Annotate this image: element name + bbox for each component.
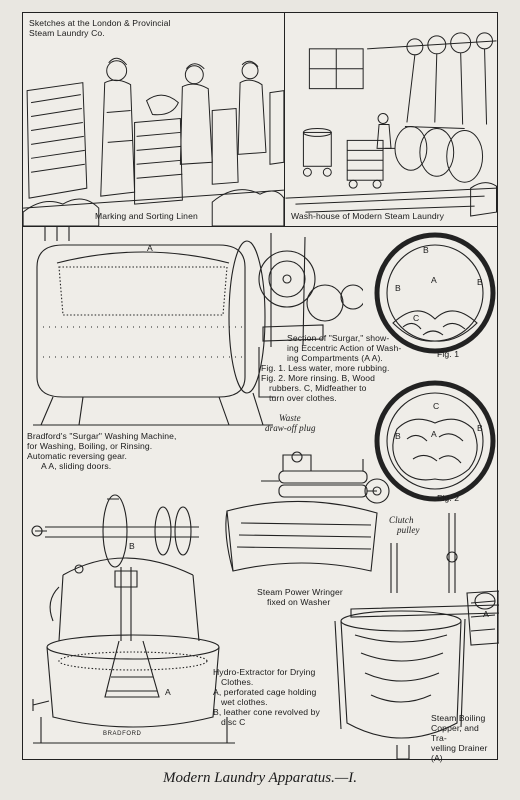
copper-caption: Steam Boiling Copper, and Tra- velling D…	[431, 713, 497, 763]
fig2-label: Fig. 2	[437, 493, 460, 503]
section-line-6: rubbers. C, Midfeather to	[269, 383, 367, 393]
fig1-label: Fig. 1	[437, 349, 460, 359]
fig1-letter-b-left: B	[395, 283, 401, 293]
hydro-letter-a: A	[165, 687, 171, 697]
surgar-caption-line-2: for Washing, Boiling, or Rinsing.	[27, 441, 153, 451]
copper-caption-line-2: Copper, and Tra-	[431, 723, 479, 743]
hydro-caption-line-6: disc C	[221, 717, 246, 727]
steam-boiling-copper-engraving	[334, 513, 499, 760]
hydro-caption-line-3: A, perforated cage holding	[213, 687, 317, 697]
surgar-caption-line-4: A A, sliding doors.	[41, 461, 112, 471]
section-line-2: ing Eccentric Action of Wash-	[287, 343, 402, 353]
hydro-caption-line-5: B, leather cone revolved by	[213, 707, 320, 717]
section-line-4: Fig. 1. Less water, more rubbing.	[261, 363, 390, 373]
fig2-letter-a: A	[431, 429, 437, 439]
fig1-section-drawing	[374, 232, 496, 354]
fig1-letter-c: C	[413, 313, 420, 323]
fig2-letter-b-left: B	[395, 431, 401, 441]
surgar-washing-machine-engraving	[33, 227, 363, 426]
copper-caption-line-3: velling Drainer (A)	[431, 743, 488, 763]
section-line-5: Fig. 2. More rinsing. B, Wood	[261, 373, 376, 383]
hydro-letter-b: B	[129, 541, 135, 551]
steam-wringer-engraving	[225, 451, 390, 572]
hydro-caption-line-4: wet clothes.	[221, 697, 268, 707]
clutch-pulley-label-line1: Clutch	[389, 515, 414, 525]
washhouse-caption: Wash-house of Modern Steam Laundry	[291, 211, 445, 221]
section-line-1: Section of "Surgar," show-	[287, 333, 390, 343]
clutch-pulley-label-line2: pulley	[397, 525, 420, 535]
fig2-section-drawing	[374, 380, 496, 502]
surgar-caption-line-1: Bradford's "Surgar" Washing Machine,	[27, 431, 177, 441]
copper-caption-line-1: Steam Boiling	[431, 713, 486, 723]
plate-caption: Modern Laundry Apparatus.—I.	[163, 770, 357, 786]
waste-plug-label-line1: Waste	[279, 413, 301, 423]
fig1-letter-a: A	[431, 275, 437, 285]
wringer-caption-line1: Steam Power Wringer	[257, 587, 343, 597]
sorting-heading-line1: Sketches at the London & Provincial	[29, 18, 171, 28]
wringer-caption-line2: fixed on Washer	[267, 597, 331, 607]
washhouse-panel: Wash-house of Modern Steam Laundry	[285, 13, 497, 227]
sorting-caption: Marking and Sorting Linen	[95, 211, 198, 221]
section-description: Section of "Surgar," show- ing Eccentric…	[261, 333, 421, 403]
copper-letter-a: A	[483, 609, 489, 619]
sorting-linen-panel: Sketches at the London & Provincial Stea…	[23, 13, 285, 227]
sorting-heading-line2: Steam Laundry Co.	[29, 28, 105, 38]
surgar-caption-line-3: Automatic reversing gear.	[27, 451, 127, 461]
fig2-letter-b-right: B	[477, 423, 483, 433]
fig2-letter-c: C	[433, 401, 440, 411]
surgar-drum-letter: A	[147, 243, 153, 253]
illustration-plate: Sketches at the London & Provincial Stea…	[22, 12, 499, 763]
hydro-caption-line-2: Clothes.	[221, 677, 254, 687]
hydro-caption: Hydro-Extractor for Drying Clothes. A, p…	[213, 667, 320, 727]
hydro-maker-mark: BRADFORD	[103, 731, 142, 737]
section-line-3: ing Compartments (A A).	[287, 353, 383, 363]
fig1-letter-b-right: B	[477, 277, 483, 287]
washhouse-engraving	[285, 32, 497, 217]
sorting-linen-engraving	[23, 57, 284, 226]
waste-plug-label-line2: draw-off plug	[265, 423, 316, 433]
hydro-extractor-engraving	[31, 494, 235, 744]
hydro-caption-line-1: Hydro-Extractor for Drying	[213, 667, 316, 677]
surgar-caption: Bradford's "Surgar" Washing Machine, for…	[27, 431, 177, 471]
fig1-letter-b-top: B	[423, 245, 429, 255]
section-line-7: turn over clothes.	[269, 393, 337, 403]
